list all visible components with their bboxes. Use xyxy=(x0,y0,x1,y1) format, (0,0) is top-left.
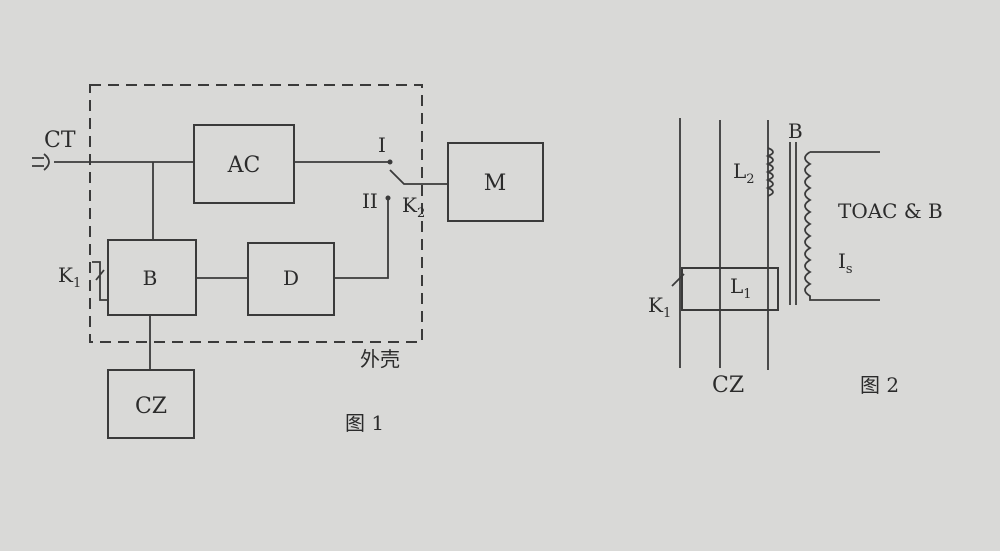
figure-2-circuit: L2 L1 K1 B TOAC & B Is CZ 图 2 xyxy=(648,118,943,398)
switch-contact-1 xyxy=(387,159,393,165)
k2-switch-icon xyxy=(389,169,448,185)
d-to-switch-wire xyxy=(334,200,389,279)
d-label: D xyxy=(283,266,299,290)
cz-label: CZ xyxy=(135,394,167,419)
l1-label: L1 xyxy=(730,274,752,302)
figure-1-caption: 图 1 xyxy=(345,411,384,435)
ct-plug-icon xyxy=(32,153,50,171)
switch-position-2-label: II xyxy=(362,189,378,213)
switch-contact-2 xyxy=(385,195,391,201)
is-label: Is xyxy=(838,249,853,277)
l1-loop xyxy=(681,267,779,311)
toac-b-label: TOAC & B xyxy=(838,199,943,223)
ac-label: AC xyxy=(227,153,261,178)
housing-label: 外壳 xyxy=(360,347,400,371)
transformer-b-label: B xyxy=(788,119,803,143)
housing-dashed-outline xyxy=(89,84,423,343)
cz-fig2-label: CZ xyxy=(712,373,744,398)
m-block xyxy=(447,142,544,222)
m-label: M xyxy=(484,171,507,196)
secondary-coil-icon xyxy=(804,151,880,301)
figure-2-caption: 图 2 xyxy=(860,373,899,397)
ct-label: CT xyxy=(44,128,76,153)
l2-coil-icon xyxy=(765,147,774,197)
figure-1-block-diagram: CT AC I B K1 D II K2 M xyxy=(32,84,544,439)
cz-block xyxy=(107,369,195,439)
transformer-core-icon xyxy=(789,142,797,305)
ac-block xyxy=(193,124,295,204)
k1-fig2-label: K1 xyxy=(648,293,671,321)
k1-switch-icon xyxy=(92,261,108,301)
l2-label: L2 xyxy=(733,159,755,187)
switch-position-1-label: I xyxy=(378,133,386,157)
b-label: B xyxy=(143,266,158,290)
k1-label: K1 xyxy=(58,263,81,291)
d-block xyxy=(247,242,335,316)
k1-switch-fig2-icon xyxy=(671,273,685,287)
k2-label: K2 xyxy=(402,193,425,221)
